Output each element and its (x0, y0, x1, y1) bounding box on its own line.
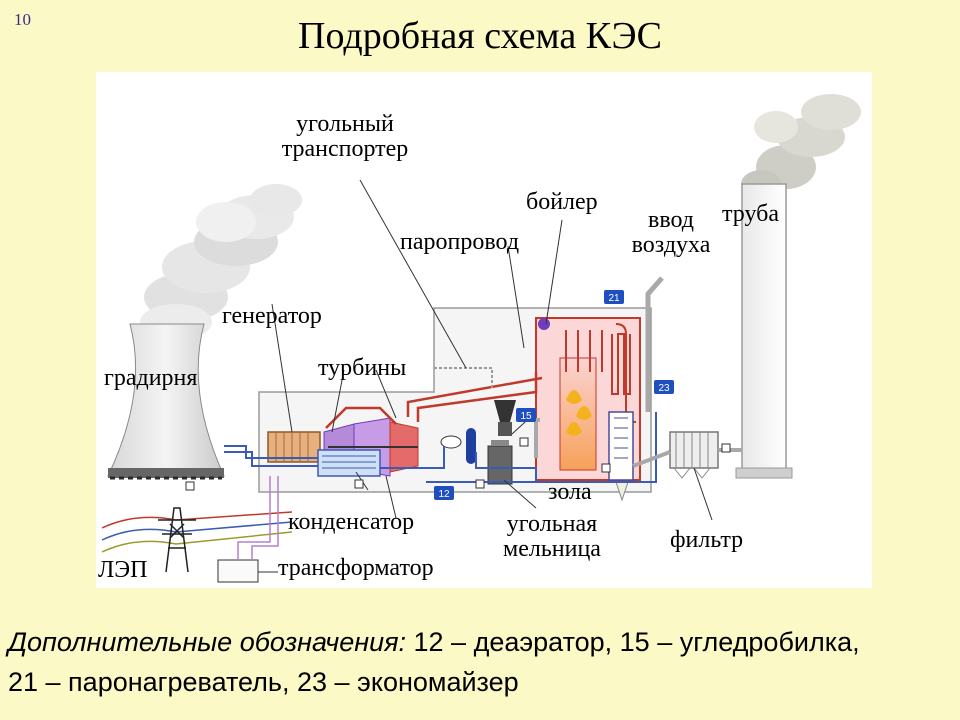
label-coal-conveyor-wrap: угольный транспортер (266, 111, 424, 163)
notes-line-1: Дополнительные обозначения: 12 – деаэрат… (8, 622, 952, 662)
label-transformer: трансформатор (278, 555, 434, 581)
label-air-inlet: ввод воздуха (631, 207, 711, 259)
valves (185, 437, 731, 491)
label-power-line: ЛЭП (98, 557, 148, 583)
steam-lines (325, 372, 543, 429)
superheater-coils (611, 333, 631, 395)
label-steam-line: паропровод (400, 229, 520, 255)
badge-23-label: 23 (658, 383, 670, 394)
label-coal-mill: угольная мельница (503, 511, 601, 563)
notes-text-1: 12 – деаэратор, 15 – угледробилка, (406, 627, 860, 657)
label-coal-mill-wrap: угольная мельница (488, 511, 616, 563)
label-turbines: турбины (318, 355, 407, 381)
label-air-inlet-wrap: ввод воздуха (622, 207, 720, 259)
badge-21-icon: 21 (604, 290, 624, 304)
label-coal-conveyor: угольный транспортер (281, 111, 409, 163)
label-ash: зола (548, 479, 592, 505)
slide-number: 10 (14, 10, 31, 29)
pylon (158, 507, 196, 573)
label-boiler: бойлер (526, 189, 598, 215)
notes-line-2: 21 – паронагреватель, 23 – экономайзер (8, 667, 519, 697)
boiler-flames (566, 390, 592, 436)
badge-12-label: 12 (438, 489, 450, 500)
diagram-drawing: 12 15 21 23 (101, 94, 861, 583)
chimney-smoke (741, 94, 861, 198)
label-cooling-tower: градирня (104, 365, 198, 391)
power-plant-diagram: 12 15 21 23 угольный транспортер бойлер … (96, 72, 872, 588)
label-filter: фильтр (670, 527, 744, 553)
badge-23-icon: 23 (654, 380, 674, 394)
label-generator: генератор (222, 303, 322, 329)
badge-15-label: 15 (520, 411, 532, 422)
label-condenser: конденсатор (288, 509, 415, 535)
leader-lines (262, 179, 713, 573)
badge-21-label: 21 (608, 293, 620, 304)
label-chimney: труба (722, 201, 780, 227)
water-lines (224, 412, 657, 483)
badge-15-icon: 15 (516, 408, 536, 422)
page-title: Подробная схема КЭС (298, 15, 662, 57)
legend-notes: Дополнительные обозначения: 12 – деаэрат… (8, 622, 952, 702)
notes-lead: Дополнительные обозначения: (8, 627, 407, 657)
badge-12-icon: 12 (434, 486, 454, 500)
